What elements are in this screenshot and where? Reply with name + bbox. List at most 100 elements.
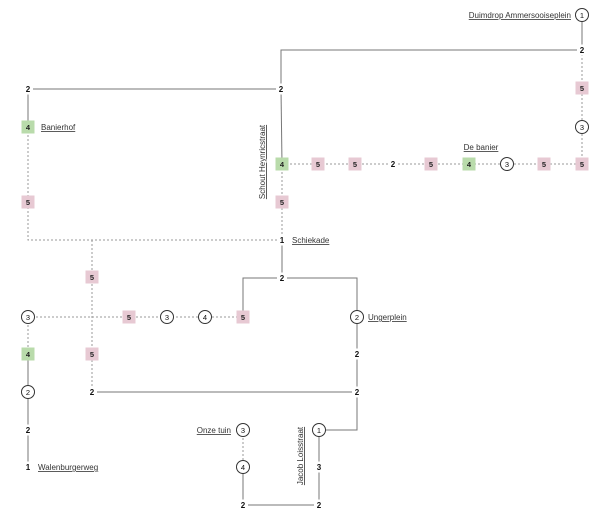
node-box <box>575 81 589 95</box>
node-n-c5b: 5 <box>85 347 99 361</box>
node-backdrop <box>23 83 33 95</box>
node-n-row2: 2 <box>388 158 398 170</box>
node-box <box>21 347 35 361</box>
node-value: 3 <box>317 463 322 472</box>
node-backdrop <box>277 272 287 284</box>
node-n-topleft: 2 <box>23 83 33 95</box>
node-n-r2b: 2 <box>352 386 362 398</box>
node-value: 5 <box>280 198 284 207</box>
node-n-row4b: 4 <box>462 157 476 171</box>
node-value: 2 <box>26 388 30 397</box>
node-backdrop <box>314 499 324 511</box>
node-value: 5 <box>127 313 131 322</box>
solid-connection <box>242 430 320 506</box>
node-n-row5d: 5 <box>537 157 551 171</box>
place-label-duimdrop: Duimdrop Ammersooiseplein <box>469 11 571 20</box>
node-backdrop <box>314 461 324 473</box>
node-value: 2 <box>280 274 285 283</box>
node-n-topmid: 2 <box>276 83 286 95</box>
node-n-l4: 4 <box>21 347 35 361</box>
node-n-onze: 3 <box>236 423 250 437</box>
node-n-c5a: 5 <box>85 270 99 284</box>
node-circle <box>350 310 364 324</box>
node-value: 5 <box>580 160 584 169</box>
node-n-m5b: 5 <box>236 310 250 324</box>
node-value: 4 <box>203 313 207 322</box>
node-n-banierhof: 4 <box>21 120 35 134</box>
place-label-walenburgerweg: Walenburgerweg <box>38 463 98 472</box>
node-value: 5 <box>580 84 584 93</box>
node-backdrop <box>352 386 362 398</box>
connections <box>27 15 583 506</box>
solid-connection <box>280 88 283 165</box>
node-n-left5: 5 <box>21 195 35 209</box>
node-box <box>85 270 99 284</box>
node-n-right5a: 5 <box>575 81 589 95</box>
node-circle <box>575 120 589 134</box>
node-box <box>424 157 438 171</box>
node-n-br2: 2 <box>314 499 324 511</box>
place-label-onze-tuin: Onze tuin <box>197 426 231 435</box>
node-n-row5c: 5 <box>424 157 438 171</box>
node-value: 4 <box>280 160 285 169</box>
node-value: 5 <box>542 160 546 169</box>
node-n-bl2: 2 <box>238 499 248 511</box>
place-label-jacob: Jacob Loisstraat <box>296 426 305 485</box>
node-value: 5 <box>353 160 357 169</box>
node-n-center2: 2 <box>277 272 287 284</box>
node-circle <box>160 310 174 324</box>
node-value: 2 <box>90 388 95 397</box>
node-value: 2 <box>26 426 31 435</box>
node-box <box>275 157 289 171</box>
node-circle <box>21 310 35 324</box>
place-label-banierhof: Banierhof <box>41 123 76 132</box>
node-value: 2 <box>279 85 284 94</box>
node-value: 2 <box>580 46 585 55</box>
node-n-walen: 1 <box>23 461 33 473</box>
node-box <box>311 157 325 171</box>
node-value: 1 <box>317 426 321 435</box>
node-value: 4 <box>26 123 31 132</box>
node-box <box>275 195 289 209</box>
node-n-b3: 3 <box>314 461 324 473</box>
place-label-de-banier: De banier <box>464 143 499 152</box>
node-backdrop <box>23 424 33 436</box>
node-circle <box>236 460 250 474</box>
node-circle <box>198 310 212 324</box>
node-backdrop <box>577 44 587 56</box>
node-n-right3: 3 <box>575 120 589 134</box>
node-circle <box>575 8 589 22</box>
node-value: 4 <box>241 463 245 472</box>
node-circle <box>312 423 326 437</box>
node-value: 1 <box>280 236 285 245</box>
node-box <box>348 157 362 171</box>
node-circle <box>236 423 250 437</box>
node-backdrop <box>388 158 398 170</box>
node-n-row5e: 5 <box>575 157 589 171</box>
node-backdrop <box>87 386 97 398</box>
node-backdrop <box>23 461 33 473</box>
node-box <box>236 310 250 324</box>
node-value: 5 <box>316 160 320 169</box>
node-value: 5 <box>26 198 30 207</box>
node-n-jacob: 1 <box>312 423 326 437</box>
node-box <box>537 157 551 171</box>
node-value: 3 <box>580 123 584 132</box>
node-value: 3 <box>241 426 245 435</box>
solid-connection <box>242 277 282 317</box>
node-n-bot2a: 2 <box>87 386 97 398</box>
node-circle <box>21 385 35 399</box>
node-value: 4 <box>26 350 31 359</box>
node-value: 1 <box>26 463 31 472</box>
node-n-duimdrop: 1 <box>575 8 589 22</box>
node-box <box>21 195 35 209</box>
node-value: 4 <box>467 160 472 169</box>
node-n-row5a: 5 <box>311 157 325 171</box>
node-value: 2 <box>355 388 360 397</box>
node-n-m3: 3 <box>160 310 174 324</box>
node-value: 2 <box>26 85 31 94</box>
node-n-l2: 2 <box>21 385 35 399</box>
